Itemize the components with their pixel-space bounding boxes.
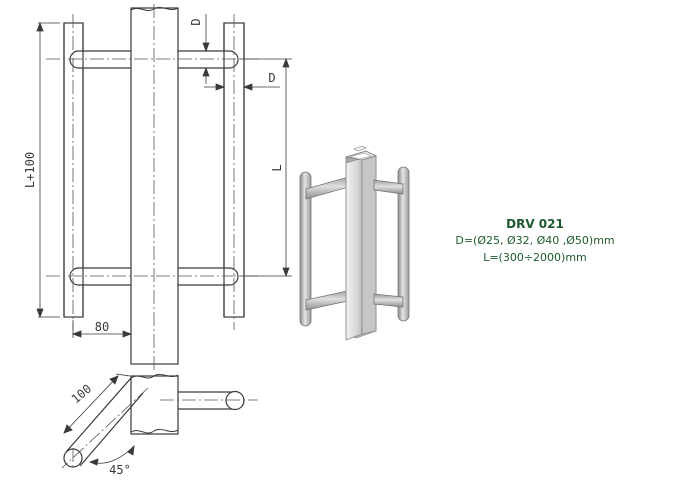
product-diameters: D=(Ø25, Ø32, Ø40 ,Ø50)mm (455, 234, 615, 247)
3d-right-standoff-top (373, 179, 404, 195)
centerlines (46, 4, 258, 372)
dimension-lines (36, 14, 292, 338)
door-post (130, 7, 179, 365)
dim-diagonal: 100 (69, 382, 95, 407)
3d-left-standoff-bottom (305, 289, 353, 311)
product-info: DRV 021 D=(Ø25, Ø32, Ø40 ,Ø50)mm L=(300÷… (440, 216, 630, 266)
dim-total-length: L+100 (23, 152, 37, 188)
dim-length: L (270, 164, 284, 171)
dim-diameter-top: D (189, 18, 203, 25)
3d-left-standoff-top (305, 175, 353, 200)
post-section (130, 375, 179, 435)
dimension-labels: L+100 L D D 80 100 45° (23, 18, 284, 477)
3d-left-bar (299, 171, 312, 327)
dim-diameter-side: D (268, 71, 275, 85)
3d-right-standoff-bottom (373, 293, 404, 308)
dim-offset: 80 (95, 320, 109, 334)
right-bar-end (225, 390, 245, 411)
diagonal-standoff-section (65, 377, 144, 467)
dim-angle: 45° (109, 463, 131, 477)
3d-right-bar (397, 166, 410, 322)
top-view (63, 373, 245, 468)
right-standoff-section (178, 391, 234, 410)
front-view (63, 6, 245, 365)
product-model: DRV 021 (506, 217, 564, 231)
product-3d-view (299, 145, 410, 341)
3d-post (345, 157, 363, 341)
product-length-range: L=(300÷2000)mm (483, 251, 587, 264)
